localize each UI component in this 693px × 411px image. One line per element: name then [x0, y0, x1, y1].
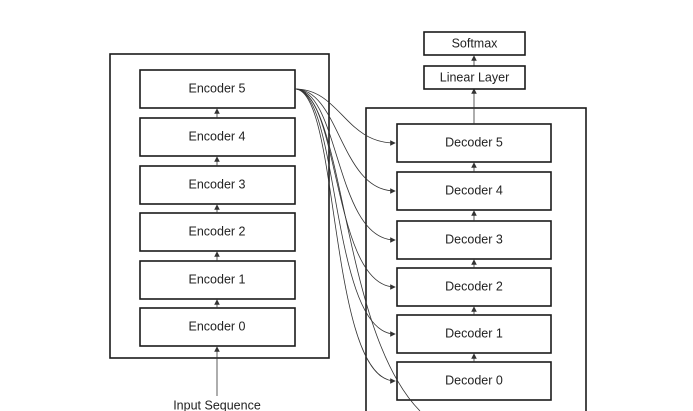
decoder-block-3-label: Decoder 3	[445, 232, 503, 246]
cross-edge-decoder-4	[294, 88, 396, 194]
cross-edge-decoder-1	[294, 88, 396, 337]
cross-attention-edges	[294, 88, 421, 411]
cross-edge-decoder-5	[294, 88, 396, 146]
decoder-block-0-label: Decoder 0	[445, 373, 503, 387]
decoder-block-0: Decoder 0	[396, 361, 552, 401]
decoder-block-2-label: Decoder 2	[445, 279, 503, 293]
input-sequence-label: Input Sequence	[173, 398, 261, 411]
encoder-block-3: Encoder 3	[139, 165, 296, 205]
linear-layer-label: Linear Layer	[440, 70, 510, 84]
decoder-block-4-label: Decoder 4	[445, 183, 503, 197]
decoder-block-3: Decoder 3	[396, 220, 552, 260]
encoder-block-1-label: Encoder 1	[189, 272, 246, 286]
encoder-block-0-label: Encoder 0	[189, 319, 246, 333]
encoder-block-4-label: Encoder 4	[189, 129, 246, 143]
encoder-block-5: Encoder 5	[139, 69, 296, 109]
encoder-block-1: Encoder 1	[139, 260, 296, 300]
encoder-block-2-label: Encoder 2	[189, 224, 246, 238]
decoder-block-1-label: Decoder 1	[445, 326, 503, 340]
encoder-block-2: Encoder 2	[139, 212, 296, 252]
encoder-stack-frame	[109, 53, 330, 359]
linear-layer-box: Linear Layer	[423, 65, 526, 90]
encoder-block-0: Encoder 0	[139, 307, 296, 347]
softmax-box: Softmax	[423, 31, 526, 56]
encoder-block-5-label: Encoder 5	[189, 81, 246, 95]
decoder-block-5-label: Decoder 5	[445, 135, 503, 149]
cross-edge-decoder-3	[294, 88, 396, 243]
decoder-block-1: Decoder 1	[396, 314, 552, 354]
decoder-block-4: Decoder 4	[396, 171, 552, 211]
softmax-label: Softmax	[452, 36, 499, 50]
encoder-block-3-label: Encoder 3	[189, 177, 246, 191]
cross-edge-decoder-0	[294, 88, 396, 384]
cross-edge-offscreen	[294, 88, 421, 411]
encoder-block-4: Encoder 4	[139, 117, 296, 157]
decoder-block-5: Decoder 5	[396, 123, 552, 163]
decoder-block-2: Decoder 2	[396, 267, 552, 307]
